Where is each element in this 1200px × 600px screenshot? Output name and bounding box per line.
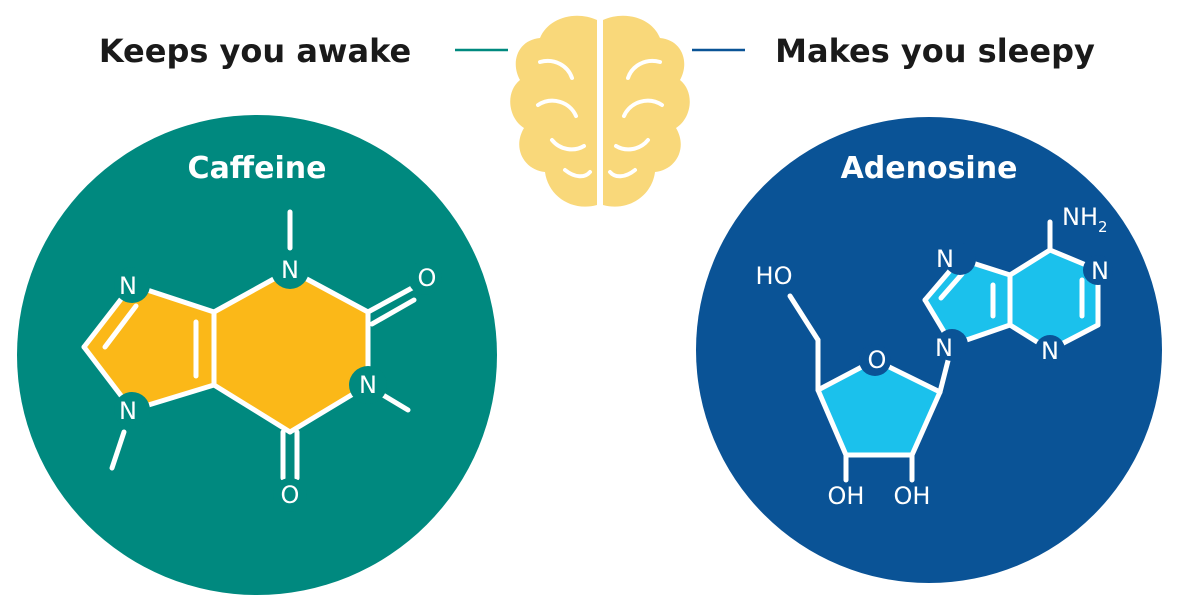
adenosine-atom-oh1: OH <box>828 482 865 510</box>
caffeine-atom-o2: O <box>281 481 300 509</box>
right-headline: Makes you sleepy <box>775 32 1095 70</box>
adenosine-atom-nh2: NH2 <box>1062 203 1108 236</box>
caffeine-atom-n7: N <box>119 272 137 300</box>
adenosine-atom-o-ring: O <box>868 346 887 374</box>
adenosine-atom-n7: N <box>936 245 954 273</box>
caffeine-title: Caffeine <box>188 151 327 186</box>
adenosine-atom-n9: N <box>935 334 953 362</box>
caffeine-atom-n9: N <box>119 397 137 425</box>
adenosine-circle <box>696 117 1162 583</box>
adenosine-atom-nh2-sub: 2 <box>1098 218 1108 236</box>
adenosine-imidazole-ring-fill <box>925 259 1010 345</box>
caffeine-atom-o1: O <box>418 264 437 292</box>
adenosine-atom-ho: HO <box>756 262 793 290</box>
caffeine-six-ring-fill <box>214 270 368 432</box>
adenosine-sugar-ring-fill <box>818 360 940 455</box>
adenosine-title: Adenosine <box>841 151 1018 186</box>
adenosine-atom-oh2: OH <box>894 482 931 510</box>
caffeine-atom-n1: N <box>281 256 299 284</box>
caffeine-panel: Caffeine <box>17 115 497 595</box>
left-headline: Keeps you awake <box>99 32 411 70</box>
adenosine-panel: Adenosine <box>696 117 1162 583</box>
adenosine-atom-nh2-main: NH <box>1062 203 1098 231</box>
caffeine-five-ring-fill <box>84 285 214 410</box>
brain-icon <box>510 15 690 207</box>
caffeine-atom-n3: N <box>359 371 377 399</box>
adenosine-atom-n1: N <box>1091 257 1109 285</box>
adenosine-pyrimidine-ring-fill <box>1010 250 1098 350</box>
adenosine-atom-n3: N <box>1041 337 1059 365</box>
